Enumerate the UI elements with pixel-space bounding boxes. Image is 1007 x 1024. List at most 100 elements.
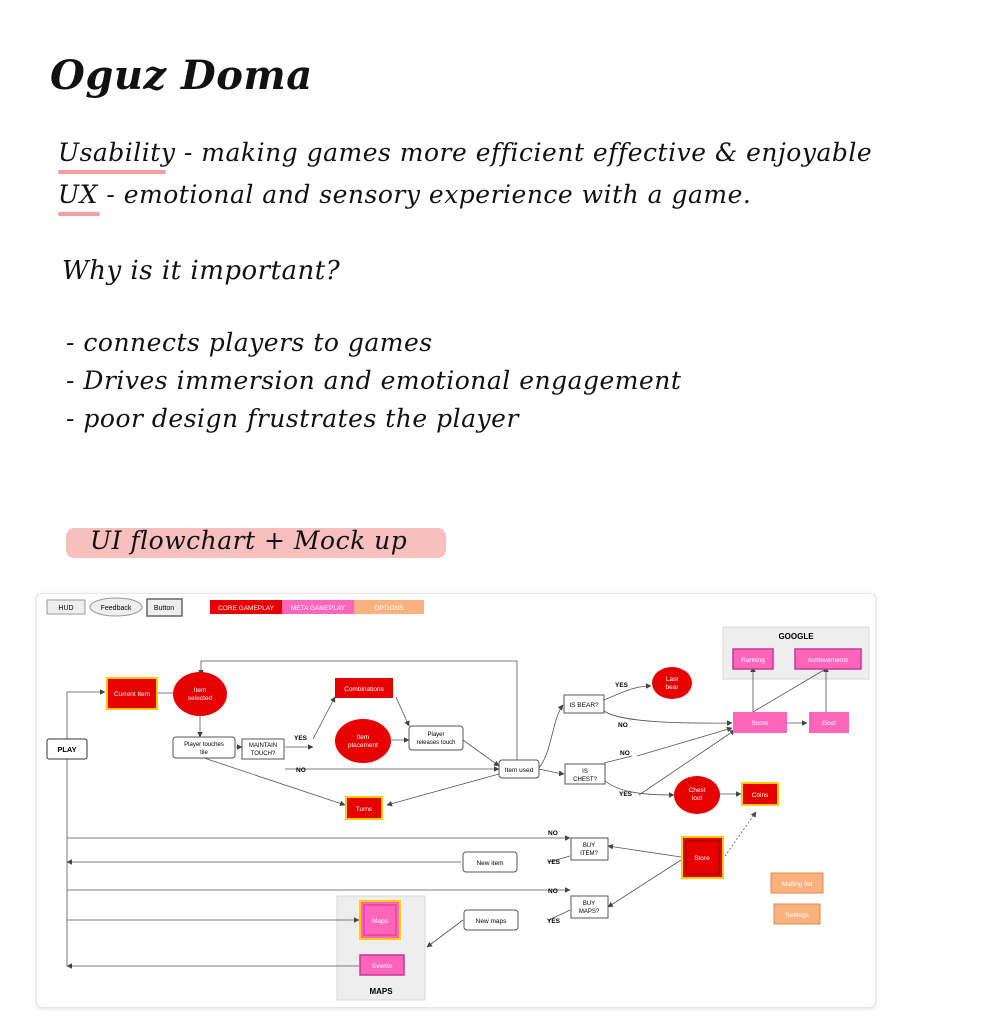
new-item-node (462, 851, 518, 873)
item-used-node (498, 759, 540, 779)
item-selected-label: selected (188, 695, 213, 702)
item-placement-label: placement (348, 742, 378, 749)
store-node (681, 836, 724, 879)
legend-hud-label: HUD (58, 605, 73, 612)
item-placement-node (335, 719, 391, 763)
coins-label: Coins (752, 792, 769, 799)
ux-underline (58, 212, 100, 216)
item-used-label: Item used (505, 767, 534, 774)
new-maps-node (463, 909, 519, 931)
edge-label-no: NO (548, 888, 558, 895)
edge-labels: YES NO YES NO NO YES NO YES NO YES (294, 682, 633, 925)
turns-node (345, 796, 383, 820)
buy-item-label: BUY (583, 843, 595, 849)
is-chest-node (564, 763, 606, 785)
legend-meta-label: META GAMEPLAY (291, 605, 346, 612)
buy-maps-node (570, 895, 609, 919)
buy-maps-label: MAPS? (579, 909, 600, 915)
maintain-touch-label: TOUCH? (251, 751, 276, 757)
legend-options (354, 600, 424, 614)
legend-core-label: CORE GAMEPLAY (218, 605, 275, 612)
events-node (359, 954, 405, 976)
player-touches-node (172, 736, 236, 759)
ranking-node (732, 648, 774, 670)
edge-label-no: NO (618, 722, 628, 729)
legend-hud (46, 599, 86, 615)
edge-label-no: NO (620, 750, 630, 757)
score-node (733, 712, 787, 733)
legend-feedback-label: Feedback (101, 605, 132, 612)
chest-loot-label: loot (692, 795, 703, 802)
is-chest-label: IS (582, 769, 588, 775)
new-maps-label: New maps (476, 918, 507, 925)
last-bear-node (652, 667, 692, 699)
player-releases-node (408, 725, 464, 751)
legend-button (146, 598, 183, 617)
ui-flowchart: GOOGLE MAPS HUD Feedback Button CORE GAM… (36, 593, 876, 1008)
buy-item-node (570, 837, 609, 861)
events-label: Events (372, 963, 393, 970)
edge-label-yes: YES (615, 682, 629, 689)
play-node (46, 738, 88, 760)
mailing-list-node (770, 872, 824, 894)
usability-underline (58, 170, 166, 174)
maps-node-inner (363, 904, 397, 936)
highlighter-band (66, 528, 446, 558)
ux-definition: - emotional and sensory experience with … (97, 180, 752, 209)
coins-node (741, 782, 779, 806)
chest-loot-node (674, 776, 720, 814)
usability-line: Usability - making games more efficient … (58, 138, 872, 167)
chest-loot-label: Chest (689, 787, 706, 794)
legend-core (210, 600, 282, 614)
is-chest-label: CHEST? (573, 777, 597, 783)
buy-item-label: ITEM? (580, 851, 598, 857)
ux-term: UX (58, 180, 98, 209)
maps-group-label: MAPS (369, 987, 393, 996)
flowchart-heading: UI flowchart + Mock up (90, 526, 408, 555)
legend-button-label: Button (154, 605, 174, 612)
store-label: Store (694, 855, 710, 862)
edge-label-no: NO (548, 830, 558, 837)
author-name: Oguz Doma (50, 52, 313, 99)
bullet-item: - Drives immersion and emotional engagem… (66, 366, 682, 395)
edge-label-no: NO (296, 767, 306, 774)
play-label: PLAY (57, 745, 76, 754)
edge-label-yes: YES (547, 859, 561, 866)
maps-label: Maps (372, 918, 389, 925)
is-bear-label: IS BEAR? (569, 702, 599, 709)
flow-connectors (66, 660, 830, 969)
player-releases-label: Player (427, 732, 444, 738)
why-question: Why is it important? (62, 256, 341, 286)
new-item-label: New item (476, 860, 503, 867)
achievements-node (794, 648, 862, 670)
item-selected-label: Item (194, 687, 207, 694)
legend-meta (282, 600, 354, 614)
bullet-item: - connects players to games (66, 328, 433, 357)
edge-label-yes: YES (547, 918, 561, 925)
turns-label: Turns (356, 806, 373, 813)
maintain-touch-node (241, 738, 285, 760)
player-releases-label: releases touch (416, 740, 455, 746)
legend-feedback (89, 597, 143, 617)
maps-node (359, 900, 401, 940)
is-bear-node (563, 694, 605, 714)
legend-options-label: OPTIONS (374, 605, 404, 612)
current-item-label: Current Item (114, 691, 150, 698)
google-group-label: GOOGLE (778, 632, 814, 641)
combinations-label: Combinations (344, 686, 384, 693)
ranking-label: Ranking (741, 657, 765, 664)
score-label: Score (752, 720, 769, 727)
flowchart-canvas: GOOGLE MAPS HUD Feedback Button CORE GAM… (46, 597, 870, 1001)
ux-line: UX - emotional and sensory experience wi… (58, 180, 751, 209)
goal-label: Goal (822, 720, 836, 727)
player-touches-label: Player touches (184, 742, 224, 748)
maintain-touch-label: MAINTAIN (249, 743, 277, 749)
current-item-node (106, 677, 158, 710)
last-bear-label: bear (665, 684, 679, 691)
settings-node (773, 903, 821, 925)
usability-definition: - making games more efficient effective … (175, 138, 873, 167)
edge-label-yes: YES (619, 791, 633, 798)
goal-node (809, 712, 849, 733)
usability-term: Usability (58, 138, 176, 167)
last-bear-label: Last (666, 676, 678, 683)
